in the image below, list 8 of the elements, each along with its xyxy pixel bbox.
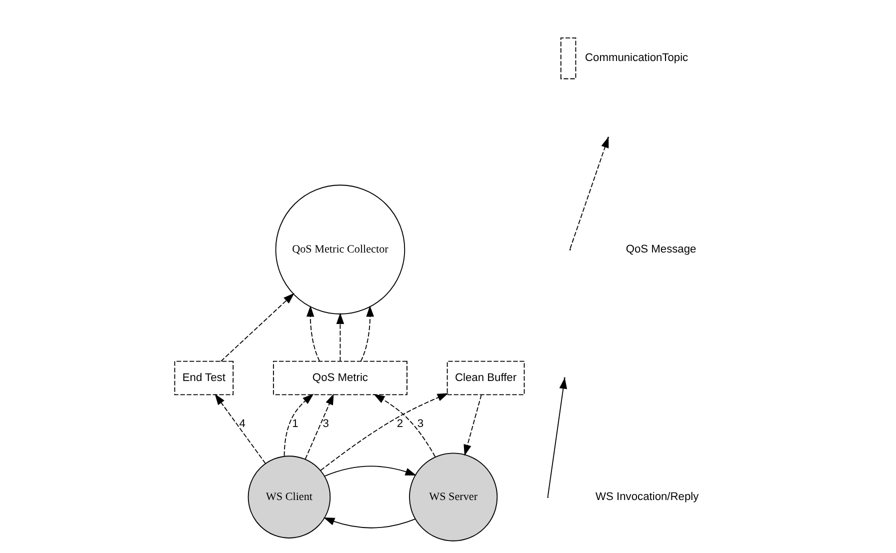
edge-label: 3 — [322, 418, 329, 430]
legend-label: CommunicationTopic — [584, 52, 688, 64]
legend-label: WS Invocation/Reply — [596, 490, 699, 503]
edge-label: 1 — [292, 418, 298, 430]
edge-label: 3 — [417, 418, 424, 430]
edge-label: 2 — [396, 418, 404, 430]
legend-label: QoS Message — [626, 243, 696, 256]
edge-label: 4 — [239, 418, 246, 430]
